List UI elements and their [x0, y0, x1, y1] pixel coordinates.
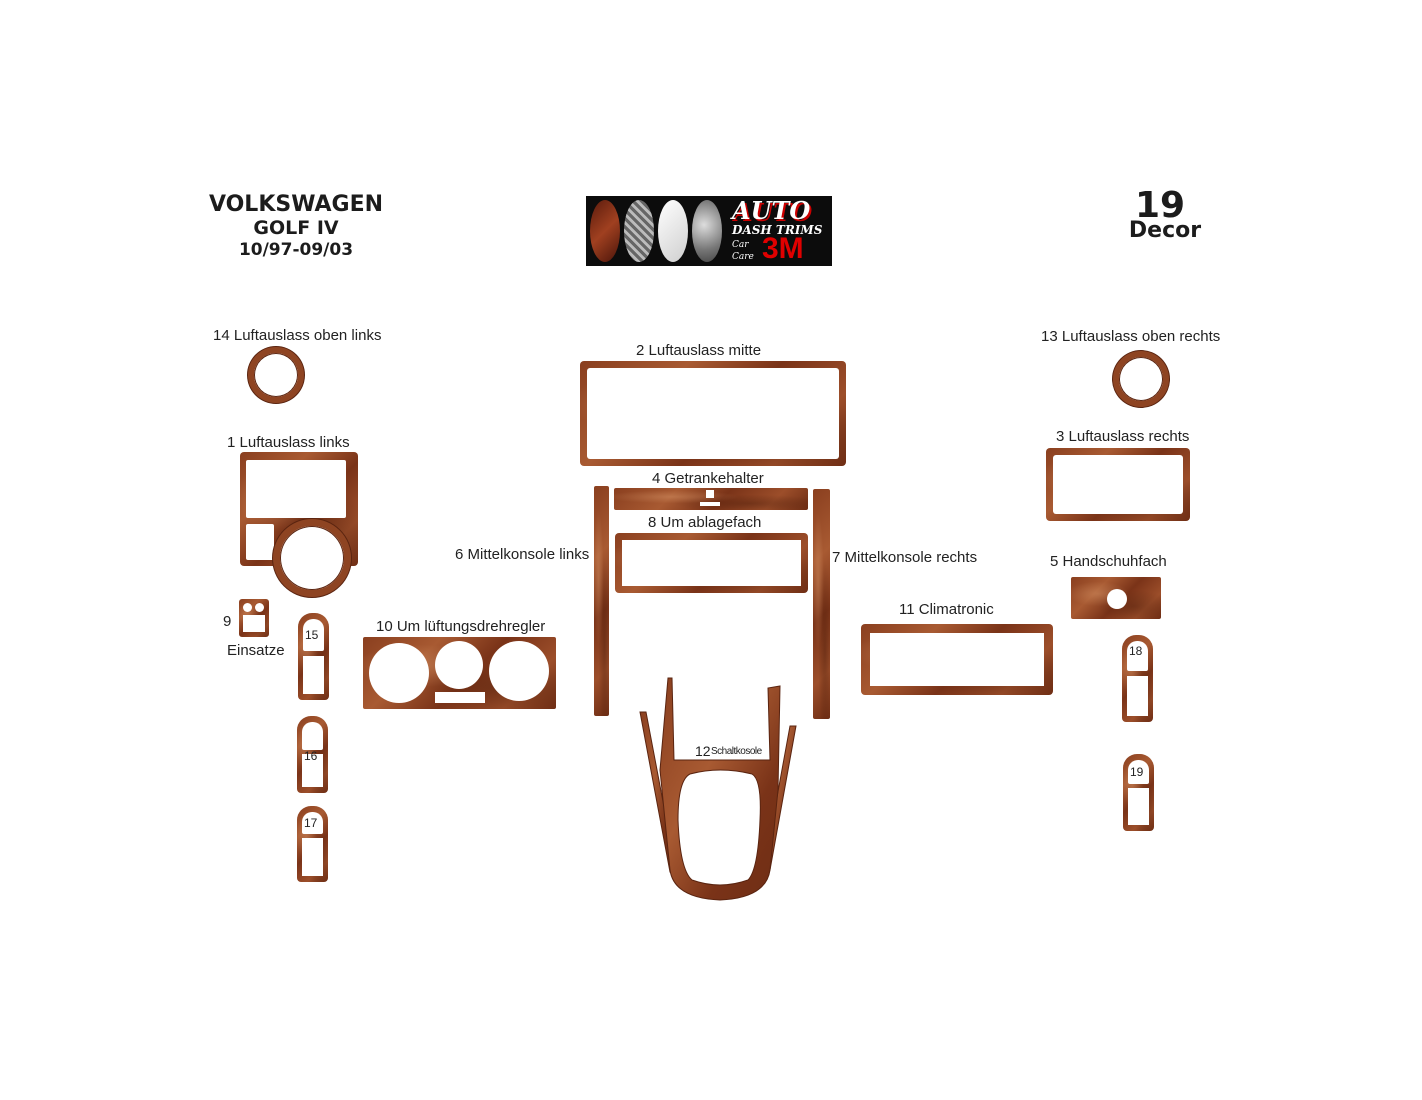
part-7-label: 7 Mittelkonsole rechts	[832, 549, 978, 566]
insert-19	[1123, 754, 1154, 831]
part-12-number: 12	[695, 743, 711, 759]
part-13-ring	[1113, 351, 1169, 407]
part-1-label: 1 Luftauslass links	[227, 434, 350, 451]
part-11-label: 11 Climatronic	[899, 601, 994, 618]
part-11-frame	[861, 624, 1053, 695]
insert-18-number: 18	[1129, 644, 1143, 658]
logo-car-text: Car	[732, 240, 749, 250]
white-sample-icon	[658, 200, 688, 262]
part-6-strip	[594, 486, 609, 716]
part-14-label: 14 Luftauslass oben links	[213, 327, 382, 344]
insert-15-number: 15	[305, 628, 319, 642]
part-10-frame	[363, 637, 556, 709]
logo-care-text: Care	[732, 252, 754, 262]
logo-auto-text: AUTO	[732, 196, 811, 225]
part-8-frame	[615, 533, 808, 593]
part-9-label: 9	[223, 613, 232, 630]
part-6-label: 6 Mittelkonsole links	[455, 546, 590, 563]
piece-count: 19	[1134, 185, 1186, 226]
part-2-label: 2 Luftauslass mitte	[636, 342, 762, 359]
carbon-sample-icon	[624, 200, 654, 262]
model-title: GOLF IV	[253, 217, 339, 239]
part-9-piece	[239, 599, 269, 637]
logo-3m-text: 3M	[762, 232, 804, 265]
part-7-strip	[813, 489, 830, 719]
years-label: 10/97-09/03	[238, 240, 354, 260]
part-12-label: Schaltkosole	[711, 746, 762, 757]
part-10-label: 10 Um lüftungsdrehregler	[376, 618, 546, 635]
granite-sample-icon	[692, 200, 722, 262]
part-5-plate	[1071, 577, 1161, 619]
part-13-label: 13 Luftauslass oben rechts	[1041, 328, 1221, 345]
logo-dash-trims-text: DASH TRIMS	[732, 223, 823, 237]
insert-15	[298, 613, 329, 700]
part-2-frame	[580, 361, 846, 466]
insert-17	[297, 806, 328, 882]
part-3-label: 3 Luftauslass rechts	[1056, 428, 1190, 445]
part-3-frame	[1046, 448, 1190, 521]
part-5-label: 5 Handschuhfach	[1050, 553, 1167, 570]
part-4-strip	[614, 488, 808, 510]
insert-19-number: 19	[1130, 765, 1144, 779]
piece-count-label: Decor	[1128, 218, 1202, 243]
insert-18	[1122, 635, 1153, 722]
insert-16-number: 16	[304, 749, 318, 763]
part-4-label: 4 Getrankehalter	[652, 470, 764, 487]
einsatze-label: Einsatze	[227, 642, 285, 659]
part-1-ring	[273, 519, 351, 597]
wood-sample-icon	[590, 200, 620, 262]
auto-dash-trims-logo: AUTO DASH TRIMS Car Care 3M	[586, 196, 832, 266]
part-8-label: 8 Um ablagefach	[648, 514, 762, 531]
brand-title: VOLKSWAGEN	[208, 192, 384, 217]
part-12-shift-console	[639, 677, 797, 901]
part-14-ring	[248, 347, 304, 403]
insert-16	[297, 716, 328, 793]
insert-17-number: 17	[304, 816, 318, 830]
